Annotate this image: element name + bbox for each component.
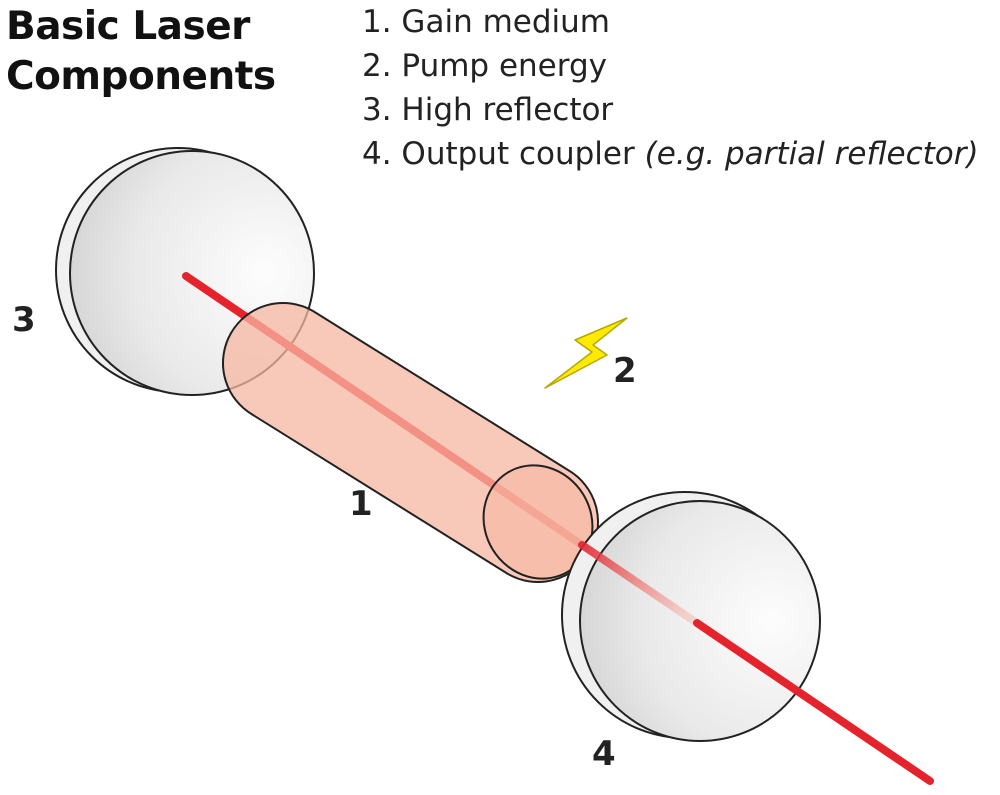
lightning-bolt-icon [544, 317, 628, 389]
laser-beam-output [693, 619, 934, 785]
laser-beam-through-coupler [578, 541, 701, 627]
title-line-1: Basic Laser [6, 4, 250, 49]
diagram-title: Basic Laser Components [6, 2, 276, 102]
legend-item-pump-energy: 2. Pump energy [362, 48, 607, 84]
label-output-coupler: 4 [592, 734, 616, 774]
legend-item-gain-medium: 1. Gain medium [362, 4, 610, 40]
legend-note-partial-reflector: (e.g. partial reflector) [644, 136, 979, 172]
label-high-reflector: 3 [12, 300, 36, 340]
component-legend: 1. Gain medium 2. Pump energy 3. High re… [362, 0, 979, 176]
legend-item-high-reflector: 3. High reflector [362, 92, 614, 128]
legend-item-output-coupler: 4. Output coupler (e.g. partial reflecto… [362, 136, 979, 172]
label-pump-energy: 2 [613, 351, 637, 391]
label-gain-medium: 1 [349, 484, 373, 524]
title-line-2: Components [6, 54, 276, 99]
gain-medium-cylinder [221, 301, 600, 584]
